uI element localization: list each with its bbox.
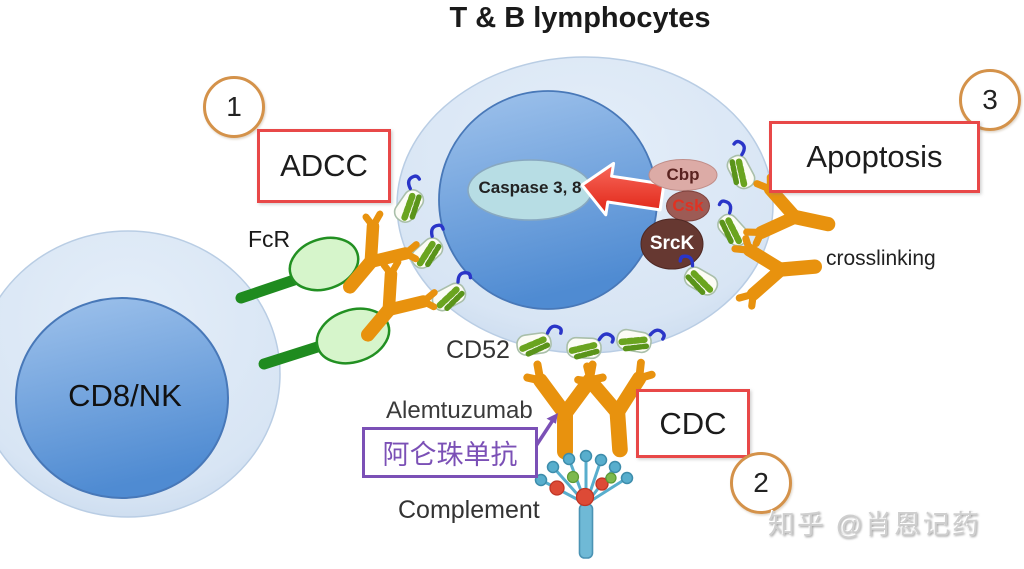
adcc-label: ADCC [280, 148, 368, 183]
cd52-label: CD52 [446, 336, 510, 364]
srck-label: SrcK [649, 233, 695, 254]
complement-icon [534, 449, 634, 559]
mechanism-number-1-text: 1 [226, 91, 242, 122]
red-arrow-icon [580, 161, 666, 217]
mechanism-number-2-text: 2 [753, 467, 769, 498]
effector-cell-label: CD8/NK [68, 378, 182, 413]
alemtuzumab-zh-box: 阿仑珠单抗 [362, 427, 538, 478]
crosslinking-label: crosslinking [826, 247, 936, 270]
csk-label: Csk [672, 196, 704, 215]
fcr-receptor-icon [258, 307, 391, 370]
target-cell [396, 56, 774, 354]
apoptosis-box: Apoptosis [769, 121, 980, 193]
effector-cell [0, 230, 281, 518]
diagram-title: T & B lymphocytes [449, 2, 711, 34]
caspase-label: Caspase 3, 8 [478, 178, 582, 197]
mechanism-number-1: 1 [203, 76, 265, 138]
mechanism-number-3: 3 [959, 69, 1021, 131]
complement-label: Complement [398, 496, 540, 524]
fcr-label: FcR [248, 226, 291, 252]
adcc-box: ADCC [257, 129, 391, 203]
cdc-box: CDC [636, 389, 750, 458]
csk-oval [666, 190, 710, 222]
alemtuzumab-zh-label: 阿仑珠单抗 [382, 440, 518, 470]
cbp-label: Cbp [666, 165, 700, 184]
fcr-receptor-icon [235, 236, 360, 304]
watermark: 知乎 @肖恩记药 [768, 510, 981, 540]
cbp-oval [648, 159, 718, 191]
mechanism-number-2: 2 [730, 452, 792, 514]
mechanism-number-3-text: 3 [982, 84, 998, 115]
cdc-label: CDC [659, 405, 727, 441]
alemtuzumab-label: Alemtuzumab [386, 397, 533, 424]
apoptosis-label: Apoptosis [806, 139, 943, 174]
